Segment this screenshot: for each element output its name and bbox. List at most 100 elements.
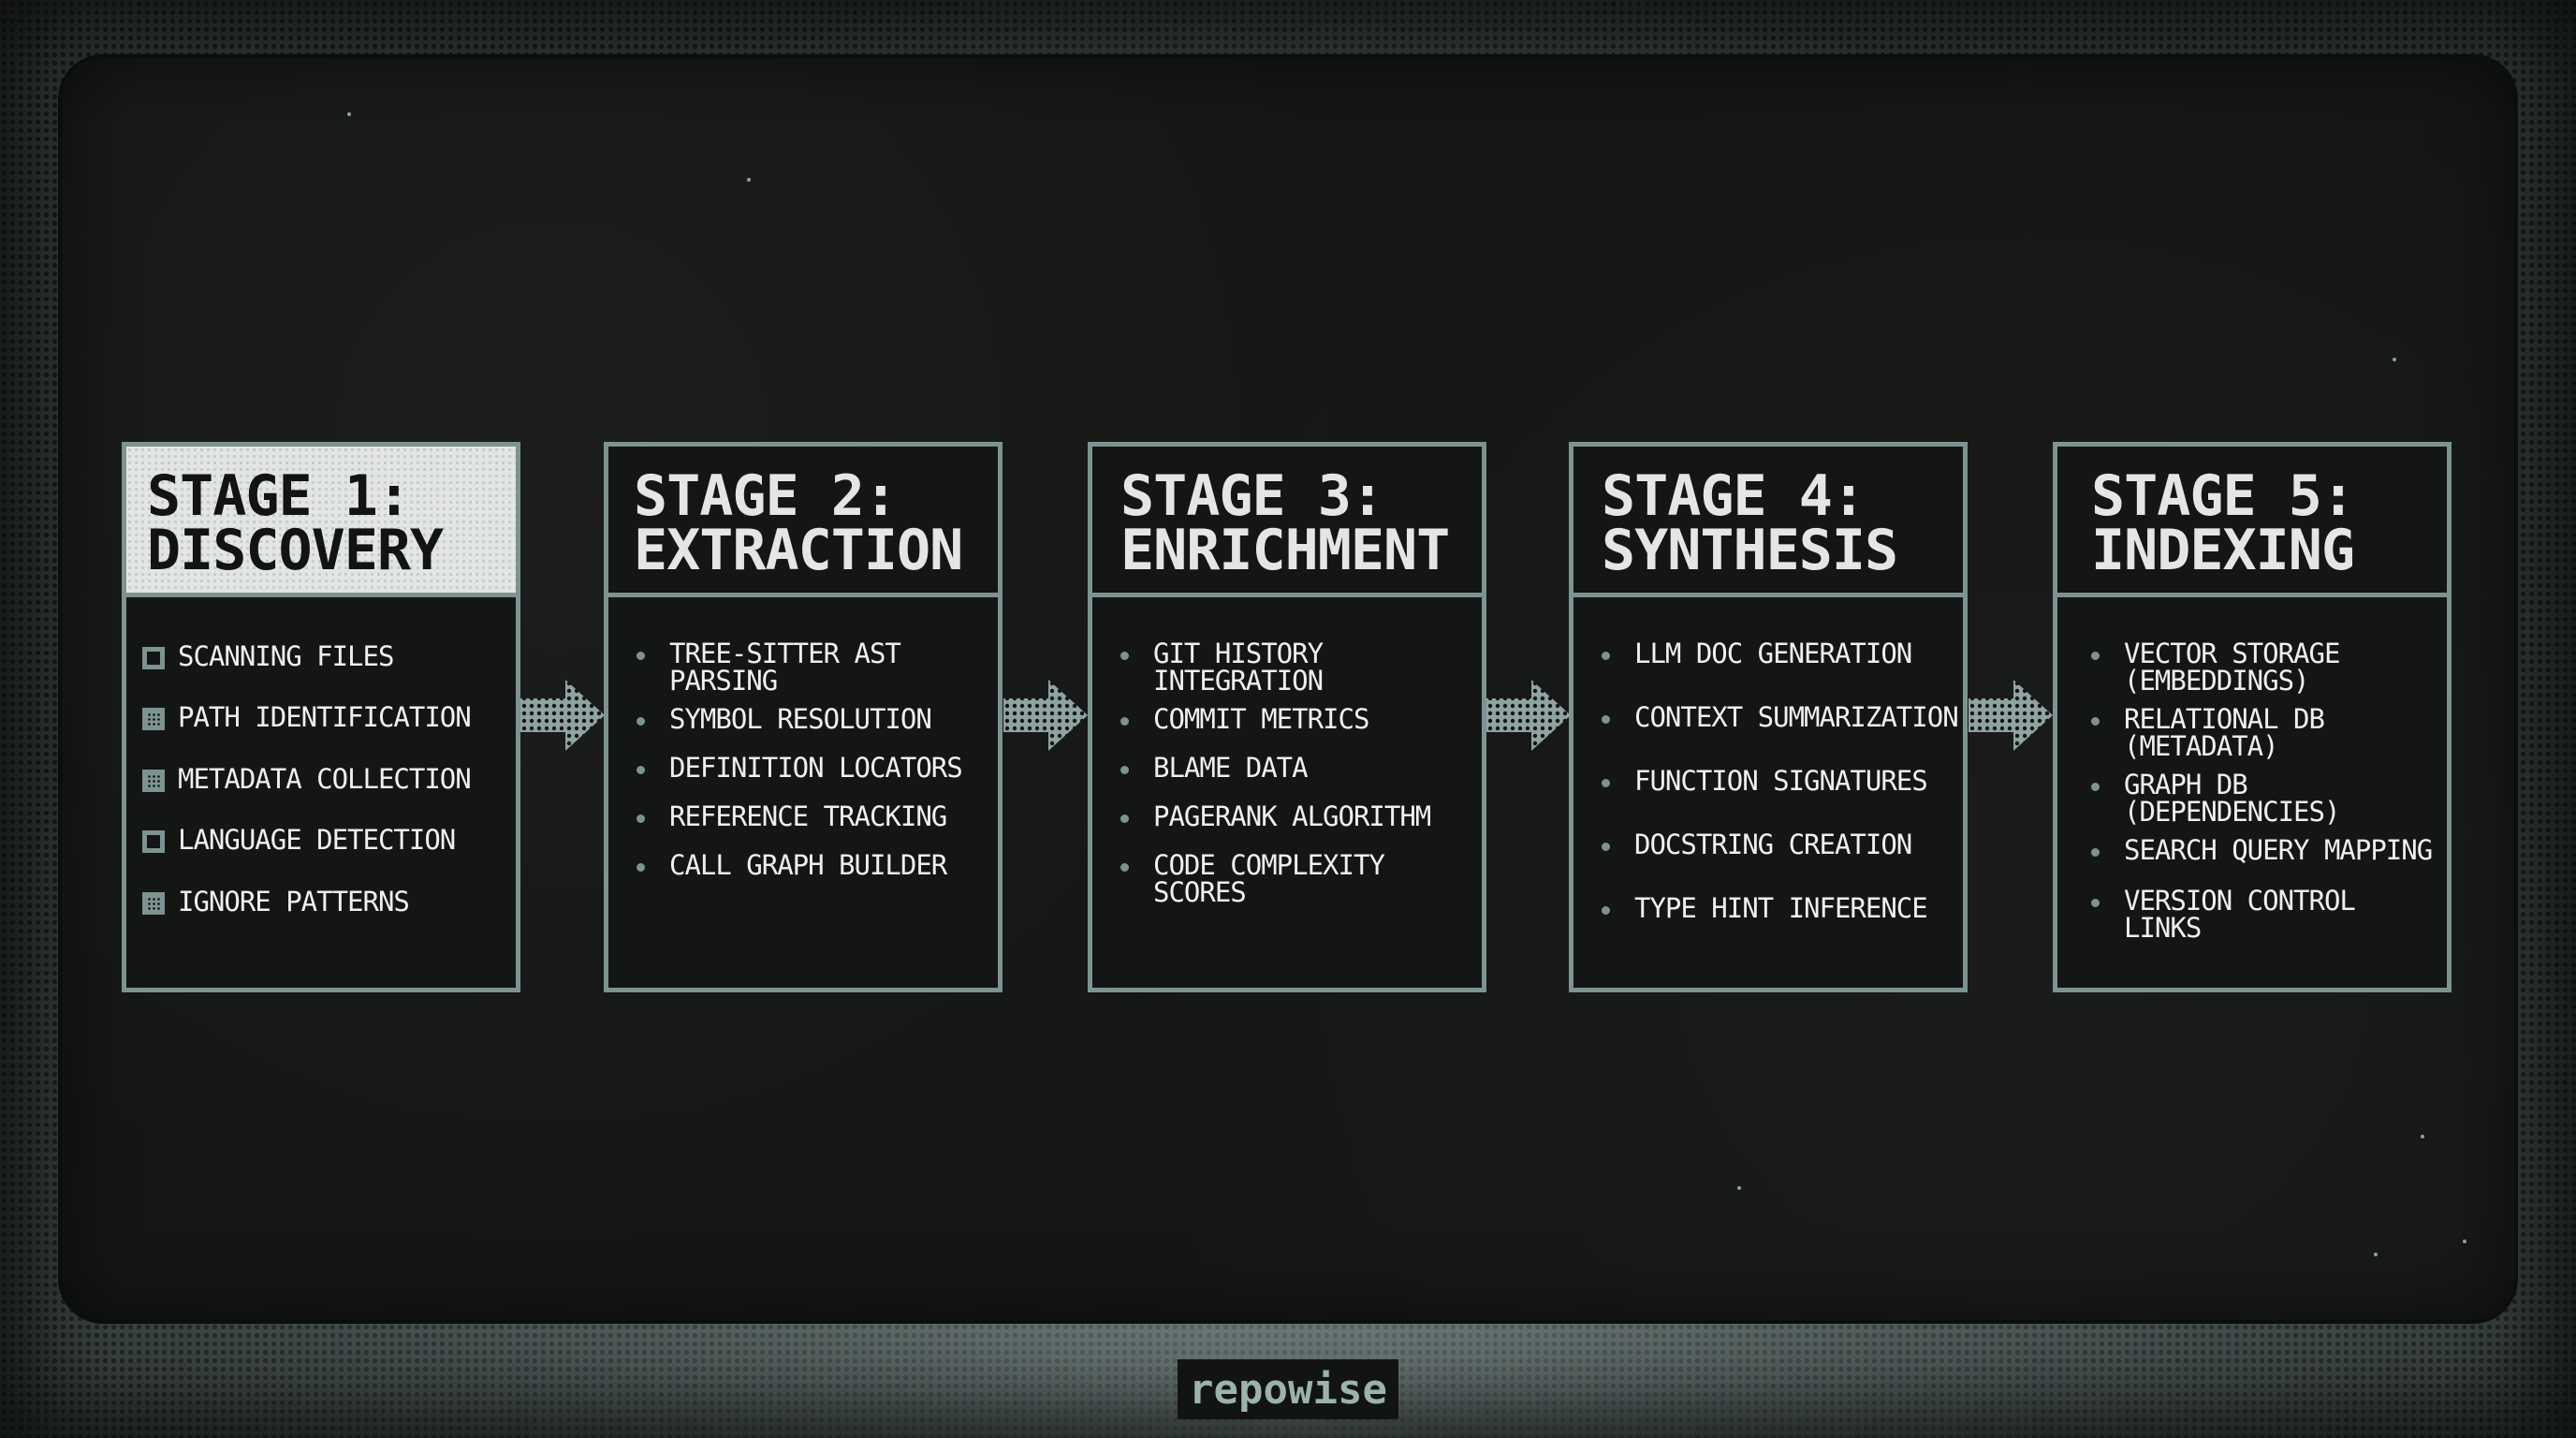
list-item: VECTOR STORAGE (EMBEDDINGS) <box>2057 640 2447 695</box>
list-item: PAGERANK ALGORITHM <box>1092 803 1482 830</box>
bullet-icon <box>2091 899 2100 907</box>
list-item: BLAME DATA <box>1092 755 1482 782</box>
stage-card-2: STAGE 2: EXTRACTION TREE-SITTER AST PARS… <box>604 442 1003 992</box>
stage-header: STAGE 3: ENRICHMENT <box>1092 447 1482 597</box>
brand-logo-text: repowise <box>1189 1365 1387 1414</box>
stage-title: STAGE 2: EXTRACTION <box>634 463 963 583</box>
bullet-icon <box>1602 779 1610 787</box>
bullet-icon <box>637 717 645 726</box>
stage-card-5: STAGE 5: INDEXING VECTOR STORAGE (EMBEDD… <box>2053 442 2452 992</box>
bullet-icon <box>1120 717 1129 726</box>
bullet-icon <box>637 766 645 774</box>
item-label: CALL GRAPH BUILDER <box>669 849 947 881</box>
list-item: GIT HISTORY INTEGRATION <box>1092 640 1482 695</box>
stage-items: SCANNING FILES PATH IDENTIFICATION METAD… <box>126 597 516 988</box>
list-item: CONTEXT SUMMARIZATION <box>1573 704 1963 731</box>
stage-title: STAGE 5: INDEXING <box>2091 463 2355 583</box>
bullet-icon <box>2091 652 2100 660</box>
item-label: TREE-SITTER AST PARSING <box>669 638 901 697</box>
item-label: CONTEXT SUMMARIZATION <box>1634 701 1959 733</box>
arrow-right-icon <box>1969 680 2053 751</box>
item-label: FUNCTION SIGNATURES <box>1634 765 1928 797</box>
dust-speck <box>2393 358 2396 361</box>
bullet-icon <box>1120 863 1129 872</box>
list-item: LLM DOC GENERATION <box>1573 640 1963 668</box>
checkbox-checked-icon[interactable] <box>142 708 165 730</box>
bullet-icon <box>1602 843 1610 851</box>
item-label: VECTOR STORAGE (EMBEDDINGS) <box>2124 638 2340 697</box>
item-label: VERSION CONTROL LINKS <box>2124 885 2356 944</box>
bullet-icon <box>2091 783 2100 791</box>
dust-speck <box>747 178 751 182</box>
bullet-icon <box>1120 652 1129 660</box>
bullet-icon <box>1602 652 1610 660</box>
checklist-item: SCANNING FILES <box>126 643 516 670</box>
item-label: REFERENCE TRACKING <box>669 800 947 832</box>
dust-speck <box>2421 1135 2424 1138</box>
list-item: CALL GRAPH BUILDER <box>608 852 998 879</box>
checklist-item: LANGUAGE DETECTION <box>126 827 516 854</box>
stage-card-3: STAGE 3: ENRICHMENT GIT HISTORY INTEGRAT… <box>1088 442 1486 992</box>
bullet-icon <box>1602 906 1610 915</box>
item-label: SEARCH QUERY MAPPING <box>2124 834 2433 866</box>
bullet-icon <box>637 652 645 660</box>
item-label: GRAPH DB (DEPENDENCIES) <box>2124 769 2340 828</box>
checklist-item: IGNORE PATTERNS <box>126 888 516 916</box>
checkbox-empty-icon[interactable] <box>142 647 165 669</box>
item-label: PAGERANK ALGORITHM <box>1153 800 1431 832</box>
list-item: REFERENCE TRACKING <box>608 803 998 830</box>
list-item: TREE-SITTER AST PARSING <box>608 640 998 695</box>
bullet-icon <box>637 814 645 823</box>
item-label: PATH IDENTIFICATION <box>178 701 472 733</box>
checklist-item: PATH IDENTIFICATION <box>126 704 516 731</box>
checkbox-empty-icon[interactable] <box>142 830 165 853</box>
arrow-right-icon <box>520 680 605 751</box>
stage-header: STAGE 4: SYNTHESIS <box>1573 447 1963 597</box>
dust-speck <box>2463 1240 2466 1243</box>
list-item: TYPE HINT INFERENCE <box>1573 895 1963 922</box>
item-label: SYMBOL RESOLUTION <box>669 703 932 735</box>
item-label: GIT HISTORY INTEGRATION <box>1153 638 1324 697</box>
bullet-icon <box>637 863 645 872</box>
list-item: SEARCH QUERY MAPPING <box>2057 837 2447 864</box>
list-item: GRAPH DB (DEPENDENCIES) <box>2057 771 2447 826</box>
item-label: BLAME DATA <box>1153 752 1309 784</box>
stage-items: GIT HISTORY INTEGRATION COMMIT METRICS B… <box>1092 597 1482 988</box>
bullet-icon <box>1602 715 1610 724</box>
item-label: CODE COMPLEXITY SCORES <box>1153 849 1385 908</box>
list-item: VERSION CONTROL LINKS <box>2057 888 2447 942</box>
item-label: DEFINITION LOCATORS <box>669 752 963 784</box>
list-item: FUNCTION SIGNATURES <box>1573 768 1963 795</box>
stage-items: LLM DOC GENERATION CONTEXT SUMMARIZATION… <box>1573 597 1963 988</box>
stage-title: STAGE 3: ENRICHMENT <box>1120 463 1450 583</box>
arrow-right-icon <box>1486 680 1571 751</box>
item-label: RELATIONAL DB (METADATA) <box>2124 703 2325 762</box>
brand-label: repowise <box>1178 1359 1398 1419</box>
item-label: METADATA COLLECTION <box>178 763 472 795</box>
stage-header-active: STAGE 1: DISCOVERY <box>126 447 516 597</box>
item-label: LLM DOC GENERATION <box>1634 638 1912 669</box>
bullet-icon <box>1120 814 1129 823</box>
dust-speck <box>1737 1186 1741 1190</box>
list-item: RELATIONAL DB (METADATA) <box>2057 706 2447 760</box>
arrow-right-icon <box>1003 680 1088 751</box>
item-label: DOCSTRING CREATION <box>1634 829 1912 860</box>
item-label: LANGUAGE DETECTION <box>178 824 456 856</box>
list-item: COMMIT METRICS <box>1092 706 1482 733</box>
stage-card-1: STAGE 1: DISCOVERY SCANNING FILES PATH I… <box>122 442 520 992</box>
stage-header: STAGE 5: INDEXING <box>2057 447 2447 597</box>
dust-speck <box>347 112 351 116</box>
bullet-icon <box>2091 717 2100 726</box>
stage-title: STAGE 1: DISCOVERY <box>147 463 444 583</box>
dust-speck <box>2374 1253 2378 1256</box>
checklist-item: METADATA COLLECTION <box>126 766 516 793</box>
item-label: IGNORE PATTERNS <box>178 886 410 917</box>
stage-card-4: STAGE 4: SYNTHESIS LLM DOC GENERATION CO… <box>1569 442 1968 992</box>
checkbox-checked-icon[interactable] <box>142 892 165 915</box>
list-item: DOCSTRING CREATION <box>1573 831 1963 858</box>
list-item: CODE COMPLEXITY SCORES <box>1092 852 1482 906</box>
stage-items: VECTOR STORAGE (EMBEDDINGS) RELATIONAL D… <box>2057 597 2447 988</box>
list-item: DEFINITION LOCATORS <box>608 755 998 782</box>
bullet-icon <box>1120 766 1129 774</box>
checkbox-checked-icon[interactable] <box>142 770 165 792</box>
